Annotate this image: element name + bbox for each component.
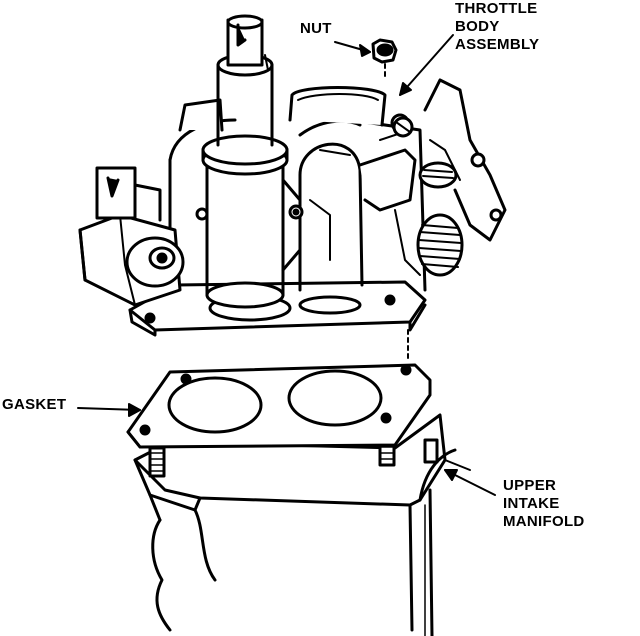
label-nut-text: NUT [300, 20, 332, 37]
upper-intake-manifold [133, 413, 471, 636]
throttle-return-spring [416, 161, 464, 277]
idle-air-control-valve [78, 166, 209, 307]
label-throttle-line-3: ASSEMBLY [455, 36, 540, 53]
label-manifold-line-3: MANIFOLD [503, 513, 585, 530]
label-throttle-line-2: BODY [455, 18, 500, 35]
manifold-stud-left [148, 446, 166, 478]
label-throttle-line-1: THROTTLE [455, 0, 538, 17]
label-upper-intake-manifold: UPPER INTAKE MANIFOLD [503, 477, 585, 531]
leader-nut [334, 41, 371, 57]
leader-gasket [77, 403, 141, 417]
throttle-body [78, 14, 507, 337]
leader-manifold [444, 469, 496, 496]
gasket [126, 363, 432, 449]
nut [371, 38, 398, 64]
label-throttle-body-assembly: THROTTLE BODY ASSEMBLY [455, 0, 539, 54]
label-gasket-text: GASKET [2, 396, 67, 413]
leader-throttle-body [399, 34, 454, 96]
label-manifold-line-1: UPPER [503, 477, 557, 494]
label-manifold-line-2: INTAKE [503, 495, 560, 512]
label-gasket: GASKET [2, 396, 66, 414]
label-nut: NUT [300, 20, 332, 38]
